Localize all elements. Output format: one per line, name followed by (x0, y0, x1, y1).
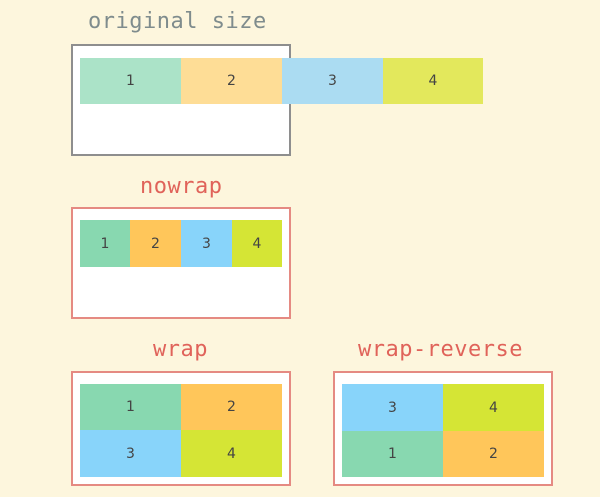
nowrap-item-1: 1 (80, 220, 130, 267)
wrap-item-3: 3 (80, 430, 181, 477)
nowrap-item-4: 4 (232, 220, 282, 267)
wrap-reverse-item-2: 2 (443, 431, 544, 477)
wrap-reverse-item-3: 3 (342, 384, 443, 431)
nowrap-caption: nowrap (140, 174, 223, 199)
nowrap-item-2: 2 (130, 220, 181, 267)
original-item-3: 3 (282, 58, 383, 104)
wrap-reverse-caption: wrap-reverse (358, 337, 523, 362)
wrap-item-4: 4 (181, 430, 282, 477)
original-item-1: 1 (80, 58, 181, 104)
original-item-4: 4 (383, 58, 483, 104)
wrap-reverse-item-4: 4 (443, 384, 544, 431)
wrap-caption: wrap (153, 337, 208, 362)
wrap-item-2: 2 (181, 384, 282, 430)
original-size-caption: original size (88, 9, 267, 34)
nowrap-item-3: 3 (181, 220, 232, 267)
wrap-item-1: 1 (80, 384, 181, 430)
wrap-reverse-item-1: 1 (342, 431, 443, 477)
original-item-2: 2 (181, 58, 282, 104)
